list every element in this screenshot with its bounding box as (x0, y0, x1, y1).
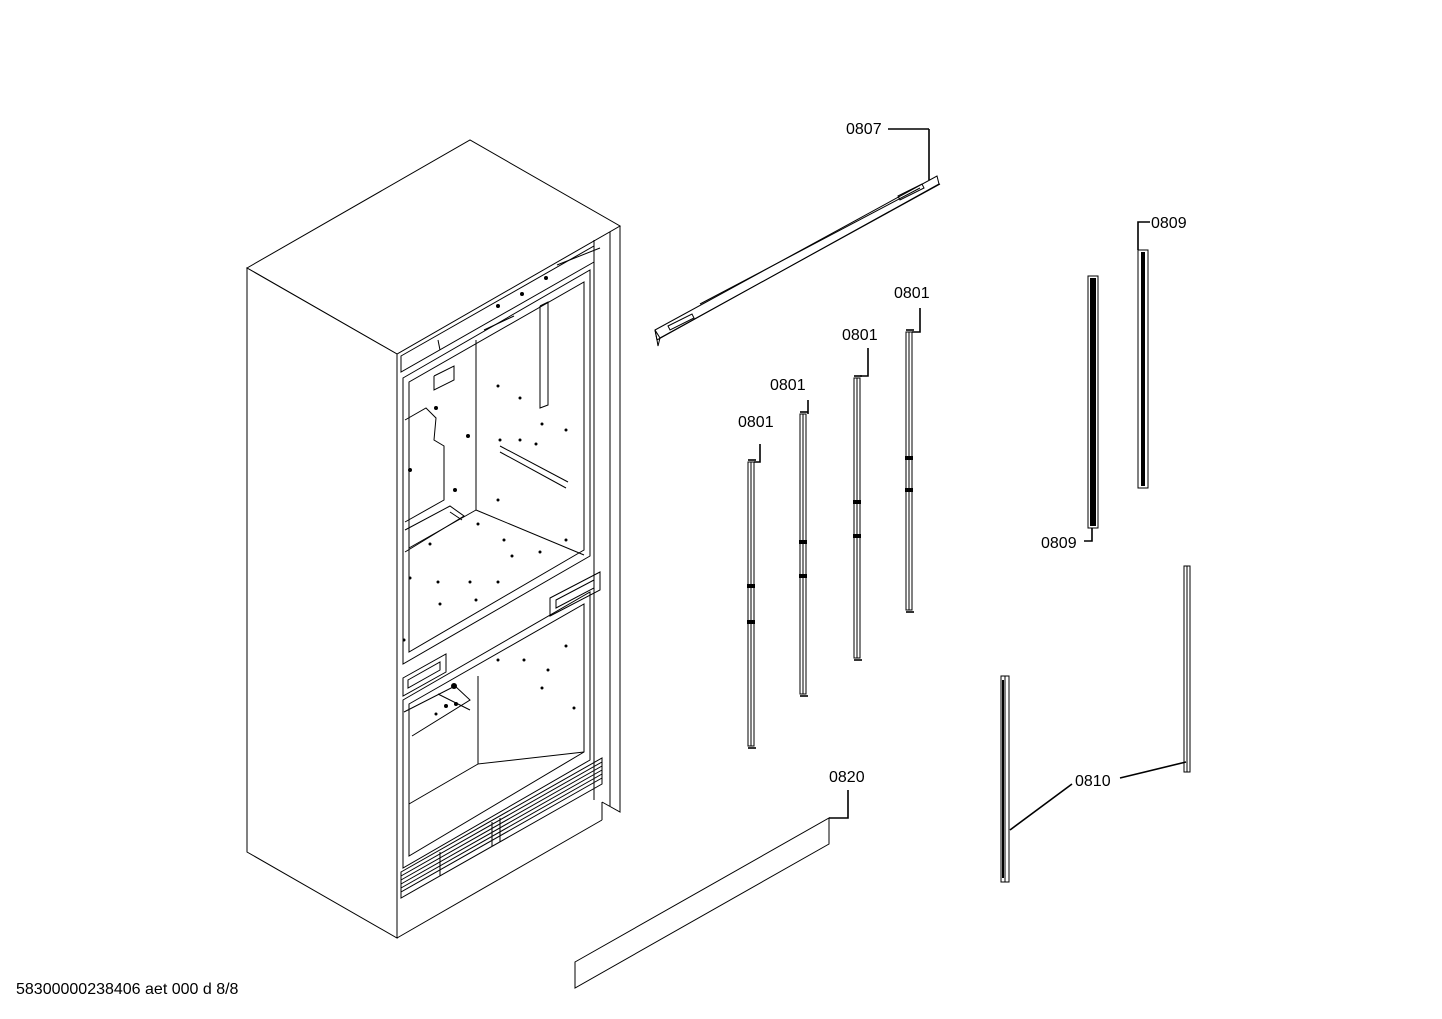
label-0801-b: 0801 (770, 377, 806, 394)
part-0801-rail-a: 0801 (738, 414, 774, 749)
part-0809-strip-left: 0809 (1041, 275, 1099, 552)
label-0809-bottom: 0809 (1041, 535, 1077, 552)
label-0820: 0820 (829, 769, 865, 786)
part-0801-rail-b: 0801 (770, 377, 809, 697)
part-0801-rail-d: 0801 (894, 285, 930, 613)
part-0810-leaders: 0810 (1009, 761, 1187, 831)
label-0809-top: 0809 (1151, 215, 1187, 232)
part-0820-kick-plate: 0820 (574, 769, 865, 989)
part-0810-trim-left (1000, 675, 1010, 883)
mounting-holes (402, 276, 576, 716)
grille-slats (400, 761, 603, 893)
label-0801-a: 0801 (738, 414, 774, 431)
document-code: 58300000238406 aet 000 d 8/8 (16, 981, 239, 998)
part-0810-trim-right (1183, 565, 1191, 773)
label-0801-d: 0801 (894, 285, 930, 302)
part-0807-top-rail: 0807 (654, 121, 941, 347)
label-0807: 0807 (846, 121, 882, 138)
label-0801-c: 0801 (842, 327, 878, 344)
part-0801-rail-c: 0801 (842, 327, 878, 661)
label-0810: 0810 (1075, 773, 1111, 790)
refrigerator-cabinet (245, 139, 622, 939)
part-0809-strip-right: 0809 (1137, 215, 1187, 489)
